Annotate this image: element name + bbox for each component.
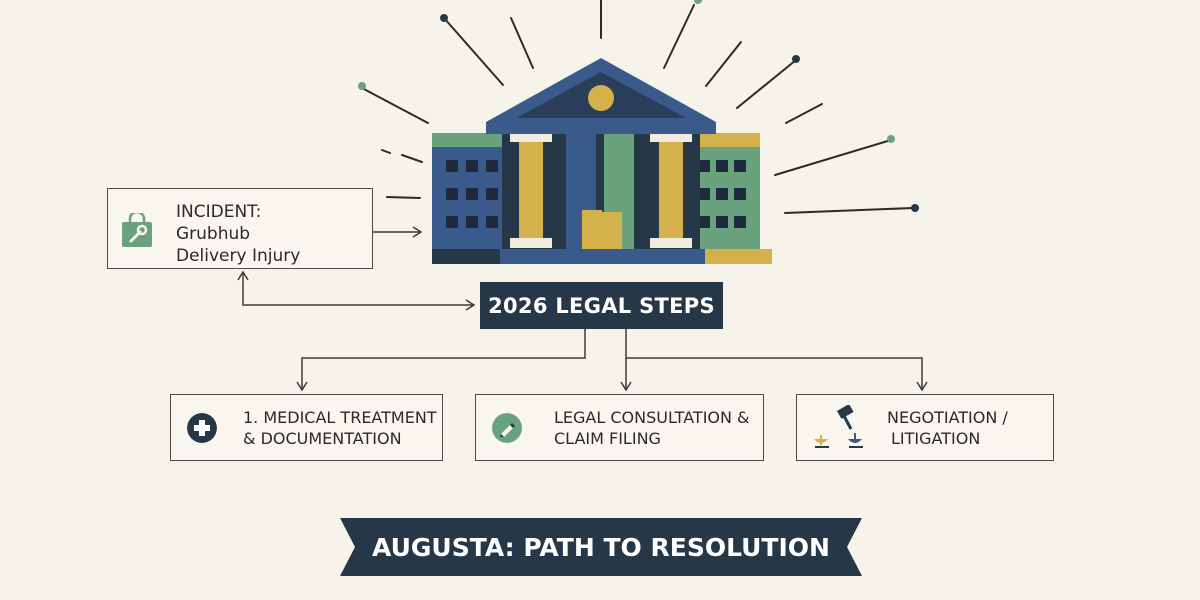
banner-text: AUGUSTA: PATH TO RESOLUTION — [372, 532, 830, 562]
ray-dot — [694, 0, 702, 4]
ray — [381, 149, 391, 154]
ray — [774, 139, 892, 176]
legal-steps-title: 2026 LEGAL STEPS — [480, 282, 723, 329]
hub-to-step3-connector — [626, 357, 923, 389]
ray-dot — [440, 14, 448, 22]
ray-dot — [911, 204, 919, 212]
radiating-rays — [358, 0, 919, 214]
shopping-bag-wrench-icon — [122, 213, 152, 247]
incident-label: INCIDENT: — [176, 202, 262, 222]
gavel-scales-icon — [814, 405, 863, 448]
ray — [785, 103, 823, 124]
step-label-line1: NEGOTIATION / — [887, 408, 1008, 427]
step-label: LEGAL CONSULTATION & CLAIM FILING — [554, 407, 750, 449]
step-label: NEGOTIATION / LITIGATION — [887, 407, 1008, 449]
incident-text: INCIDENT: Grubhub Delivery Injury — [176, 201, 300, 267]
step-negotiation-litigation: NEGOTIATION / LITIGATION — [796, 394, 1054, 461]
incident-to-hub-connector — [242, 272, 474, 306]
step-label-line2: & DOCUMENTATION — [243, 429, 402, 448]
medical-cross-icon — [187, 413, 217, 443]
step-label-line1: LEGAL CONSULTATION & — [554, 408, 750, 427]
ray — [705, 41, 742, 87]
hub-to-step1-connector — [301, 329, 586, 389]
ray-dot — [792, 55, 800, 63]
courthouse-icon — [432, 58, 772, 264]
incident-company: Grubhub — [176, 224, 251, 244]
ray — [663, 4, 695, 69]
ray — [784, 207, 914, 214]
ray — [401, 154, 423, 163]
ray-dot — [887, 135, 895, 143]
ray — [736, 59, 797, 109]
pen-document-icon — [492, 413, 522, 443]
step-label-line2: CLAIM FILING — [554, 429, 661, 448]
arrowhead — [465, 299, 476, 311]
resolution-banner — [340, 518, 862, 576]
ray — [510, 17, 534, 69]
arrowhead — [620, 381, 632, 392]
ray — [386, 196, 421, 199]
step-label-line2: LITIGATION — [891, 429, 981, 448]
incident-box: INCIDENT: Grubhub Delivery Injury — [107, 188, 373, 269]
ray — [443, 17, 504, 86]
step-medical-treatment: 1. MEDICAL TREATMENT & DOCUMENTATION — [170, 394, 443, 461]
arrowhead — [916, 381, 928, 392]
ray — [361, 87, 429, 124]
connector-lines — [237, 226, 928, 392]
arrowhead — [296, 381, 308, 392]
arrowhead — [237, 270, 249, 281]
step-label: 1. MEDICAL TREATMENT & DOCUMENTATION — [243, 407, 437, 449]
arrowhead — [412, 226, 423, 238]
step-legal-consultation: LEGAL CONSULTATION & CLAIM FILING — [475, 394, 764, 461]
incident-type: Delivery Injury — [176, 246, 301, 266]
step-label-line1: 1. MEDICAL TREATMENT — [243, 408, 437, 427]
ray-dot — [358, 82, 366, 90]
